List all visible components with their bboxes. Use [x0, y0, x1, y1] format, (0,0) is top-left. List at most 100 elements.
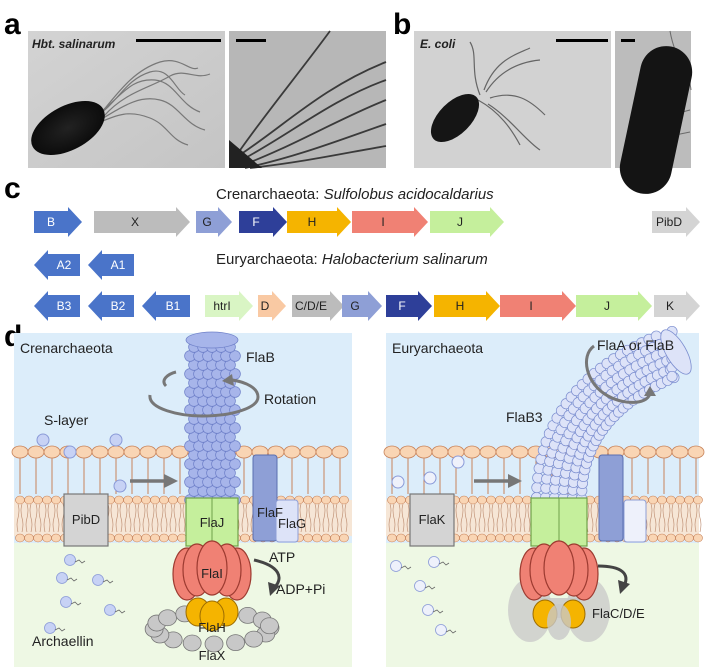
gene-b: B	[34, 207, 82, 237]
flag-label: FlaG	[278, 516, 306, 531]
flab-filament	[184, 331, 241, 506]
flab-label: FlaB	[246, 349, 275, 365]
bacterial-cell	[430, 93, 480, 143]
scale-bar	[236, 39, 266, 42]
scale-bar	[621, 39, 635, 42]
gene-label: C/D/E	[295, 299, 327, 313]
gene-label: H	[308, 215, 317, 229]
flak-label: FlaK	[419, 512, 446, 527]
euryarchaeota-label: Euryarchaeota	[392, 340, 483, 356]
archaellin-monomer	[422, 604, 434, 616]
gene-label: htrI	[213, 299, 230, 313]
flaf-protein	[252, 454, 278, 542]
flah-protein	[185, 597, 239, 632]
rotation-label: Rotation	[264, 391, 316, 407]
gene-label: B	[47, 215, 55, 229]
micrograph-a-right	[229, 30, 387, 169]
euryarchaeota-flaA-genes: A2 A1	[34, 250, 134, 280]
flak-protein	[409, 493, 455, 547]
flax-label: FlaX	[199, 648, 226, 663]
gene-f: F	[386, 291, 432, 321]
gene-i: I	[352, 207, 428, 237]
gene-h: H	[434, 291, 500, 321]
gene-h: H	[287, 207, 351, 237]
gene-j: J	[576, 291, 652, 321]
rotation-arrow	[585, 344, 652, 404]
micrograph-a-left	[28, 31, 225, 168]
gene-b1: B1	[142, 291, 190, 321]
gene-label: G	[350, 299, 359, 313]
scale-bar	[556, 39, 608, 42]
panel-label-c: c	[4, 172, 21, 205]
micrograph-b-right	[615, 30, 693, 194]
flai-label: FlaI	[201, 566, 223, 581]
pibd-label: PibD	[72, 512, 100, 527]
panel-label-b: b	[393, 8, 411, 41]
flai-atpase	[172, 540, 252, 601]
gene-label: G	[202, 215, 211, 229]
archaellin-monomer	[56, 572, 68, 584]
operon-title-euryarchaeota: Euryarchaeota: Halobacterium salinarum	[216, 251, 488, 268]
archaellin-monomer	[414, 580, 426, 592]
adp-label: ADP+Pi	[276, 581, 325, 597]
flaf-protein	[598, 454, 624, 542]
gene-d: D	[258, 291, 286, 321]
gene-htri: htrI	[205, 291, 253, 321]
euryarchaeota-model	[383, 325, 705, 667]
flag-protein	[275, 499, 299, 543]
operon-title-crenarchaeota: Crenarchaeota: Sulfolobus acidocaldarius	[216, 186, 494, 203]
crenarchaeota-model	[11, 331, 352, 667]
crenarchaeota-label: Crenarchaeota	[20, 340, 113, 356]
micrograph-b-left	[414, 31, 611, 168]
gene-label: B2	[111, 299, 126, 313]
gene-label: F	[252, 215, 259, 229]
gene-label: B1	[166, 299, 181, 313]
gene-label: K	[666, 299, 674, 313]
gene-x: X	[94, 207, 190, 237]
flaf-label: FlaF	[257, 505, 283, 520]
crenarchaeota-gene-cluster: B X G F H I J PibD	[34, 207, 700, 237]
gene-a2: A2	[34, 250, 80, 280]
gene-i: I	[500, 291, 576, 321]
archaellin-monomer	[428, 556, 440, 568]
gene-label: A1	[111, 258, 126, 272]
gene-label: D	[261, 299, 270, 313]
micrograph-b-label: E. coli	[420, 37, 456, 51]
atp-label: ATP	[269, 549, 295, 565]
micrograph-a-label: Hbt. salinarum	[32, 37, 116, 51]
gene-label: J	[457, 215, 463, 229]
gene-label: J	[604, 299, 610, 313]
gene-pibd: PibD	[652, 207, 700, 237]
archaellin-monomer	[44, 622, 56, 634]
archaellin-monomer	[435, 624, 447, 636]
flaj-label: FlaJ	[200, 515, 225, 530]
gene-c-d-e: C/D/E	[292, 291, 344, 321]
archaellin-monomer	[92, 574, 104, 586]
gene-f: F	[239, 207, 287, 237]
flab3-label: FlaB3	[506, 409, 543, 425]
archaellin-monomer	[64, 554, 76, 566]
gene-a1: A1	[88, 250, 134, 280]
flacde-label: FlaC/D/E	[592, 606, 645, 621]
scale-bar	[136, 39, 221, 42]
pibd-protein	[63, 493, 109, 547]
rotation-arrow	[148, 378, 260, 418]
gene-label: B3	[57, 299, 72, 313]
gene-j: J	[430, 207, 504, 237]
gene-label: X	[131, 215, 139, 229]
flag-protein	[623, 499, 647, 543]
archaeal-cell	[31, 100, 105, 156]
gene-label: PibD	[656, 215, 682, 229]
archaellin-monomer	[104, 604, 116, 616]
gene-g: G	[196, 207, 232, 237]
panel-label-a: a	[4, 8, 21, 41]
flai-atpase	[519, 540, 599, 601]
archaellin-monomer	[60, 596, 72, 608]
gene-label: A2	[57, 258, 72, 272]
gene-label: I	[381, 215, 384, 229]
gene-g: G	[342, 291, 382, 321]
archaellin-label: Archaellin	[32, 633, 93, 649]
gene-label: I	[529, 299, 532, 313]
